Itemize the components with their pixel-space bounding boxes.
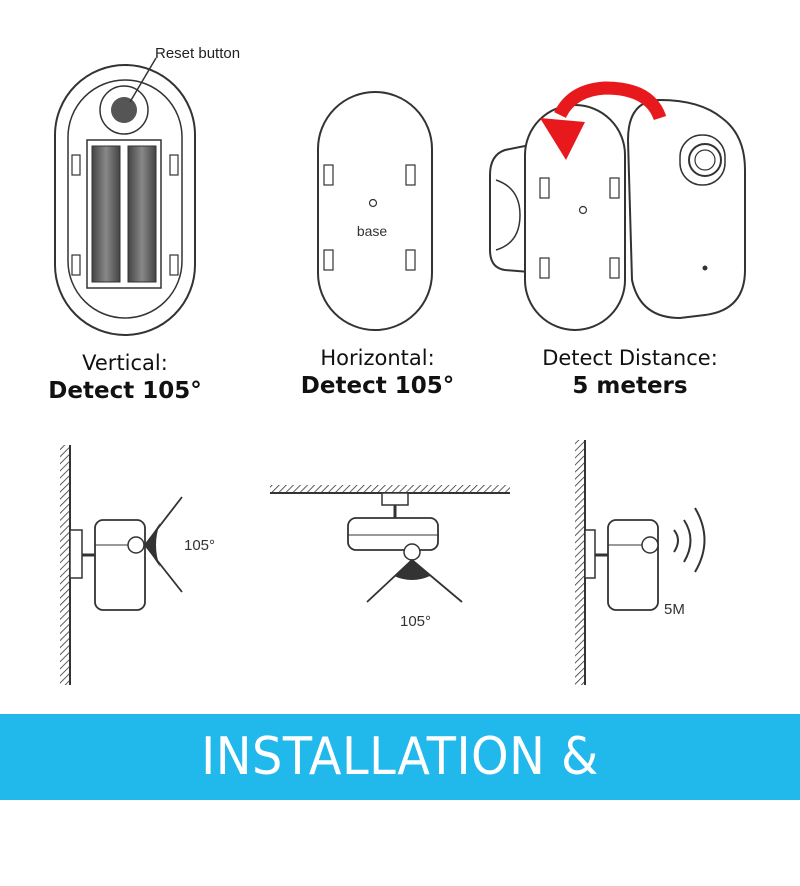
sensor-battery-compartment bbox=[54, 57, 196, 336]
base-label: base bbox=[357, 223, 388, 239]
range-label: 5M bbox=[664, 601, 685, 618]
installation-illustration: Reset button base bbox=[54, 45, 746, 685]
horizontal-caption: Horizontal: Detect 105° bbox=[285, 345, 470, 401]
vertical-caption-value: Detect 105° bbox=[48, 378, 202, 404]
wall-mount-diagram bbox=[60, 445, 183, 685]
horizontal-caption-value: Detect 105° bbox=[300, 373, 455, 399]
wall-angle-label: 105° bbox=[184, 537, 215, 554]
signal-waves-icon bbox=[673, 507, 706, 573]
vertical-caption-title: Vertical: bbox=[82, 351, 168, 375]
reset-button-label: Reset button bbox=[155, 45, 240, 62]
title-banner: INSTALLATION & CONNECTION bbox=[0, 714, 800, 873]
distance-caption: Detect Distance: 5 meters bbox=[515, 345, 745, 401]
reset-button bbox=[111, 97, 137, 123]
range-diagram bbox=[575, 440, 706, 685]
rotate-arrow-icon bbox=[540, 81, 667, 160]
battery-left bbox=[91, 145, 121, 283]
ceiling-mount-diagram bbox=[270, 485, 510, 603]
battery-right bbox=[127, 145, 157, 283]
mounting-base bbox=[317, 91, 433, 331]
distance-caption-title: Detect Distance: bbox=[542, 346, 718, 370]
horizontal-caption-title: Horizontal: bbox=[320, 346, 435, 370]
banner-title: INSTALLATION & CONNECTION bbox=[201, 727, 599, 873]
vertical-caption: Vertical: Detect 105° bbox=[35, 350, 215, 406]
ceiling-angle-label: 105° bbox=[400, 613, 431, 630]
sensor-assembly bbox=[489, 98, 746, 331]
distance-caption-value: 5 meters bbox=[572, 373, 688, 399]
